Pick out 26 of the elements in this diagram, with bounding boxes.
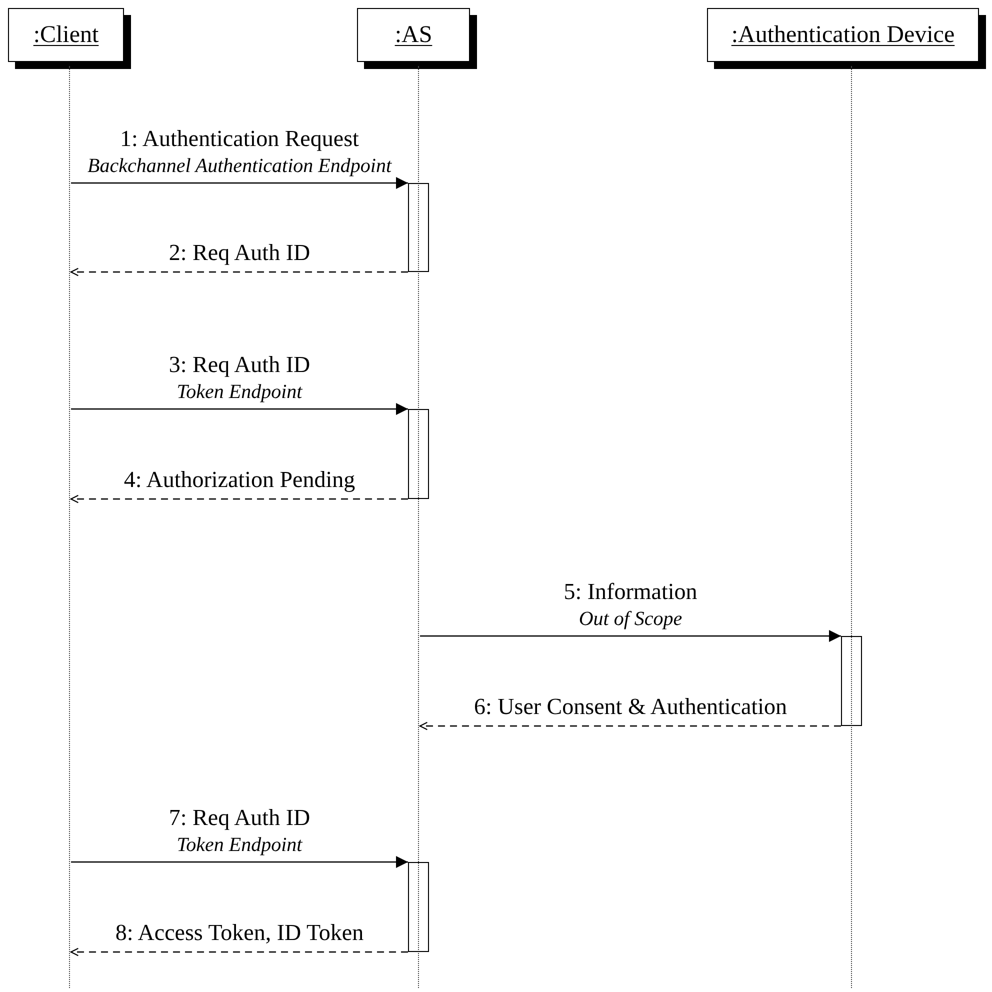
message-arrow	[71, 856, 408, 868]
message-label: 5: Information Out of Scope	[564, 578, 698, 632]
message-arrow	[70, 494, 408, 504]
message-arrow	[419, 722, 841, 730]
message-arrow	[71, 403, 408, 415]
lifeline	[851, 66, 853, 988]
message-label: 3: Req Auth ID Token Endpoint	[168, 351, 310, 405]
lifeline	[418, 66, 420, 988]
message-label: 2: Req Auth ID	[168, 239, 310, 268]
activation-bar	[841, 636, 862, 726]
message-arrow	[71, 177, 408, 189]
message-arrow	[70, 268, 408, 276]
activation-bar	[408, 409, 429, 499]
message-label: 6: User Consent & Authentication	[474, 693, 787, 722]
message-label: 4: Authorization Pending	[124, 466, 356, 494]
message-label: 7: Req Auth ID Token Endpoint	[168, 804, 310, 858]
message-arrow	[70, 948, 408, 956]
message-label: 8: Access Token, ID Token	[115, 919, 364, 948]
activation-bar	[408, 862, 429, 952]
message-label: 1: Authentication Request Backchannel Authentication Endpoint	[88, 125, 392, 179]
object-name: :AS	[394, 22, 432, 48]
object-name: :Client	[33, 22, 99, 48]
activation-bar	[408, 183, 429, 272]
lifeline	[69, 66, 71, 988]
message-arrow	[420, 630, 841, 642]
object-name: :Authentication Device	[731, 22, 955, 48]
